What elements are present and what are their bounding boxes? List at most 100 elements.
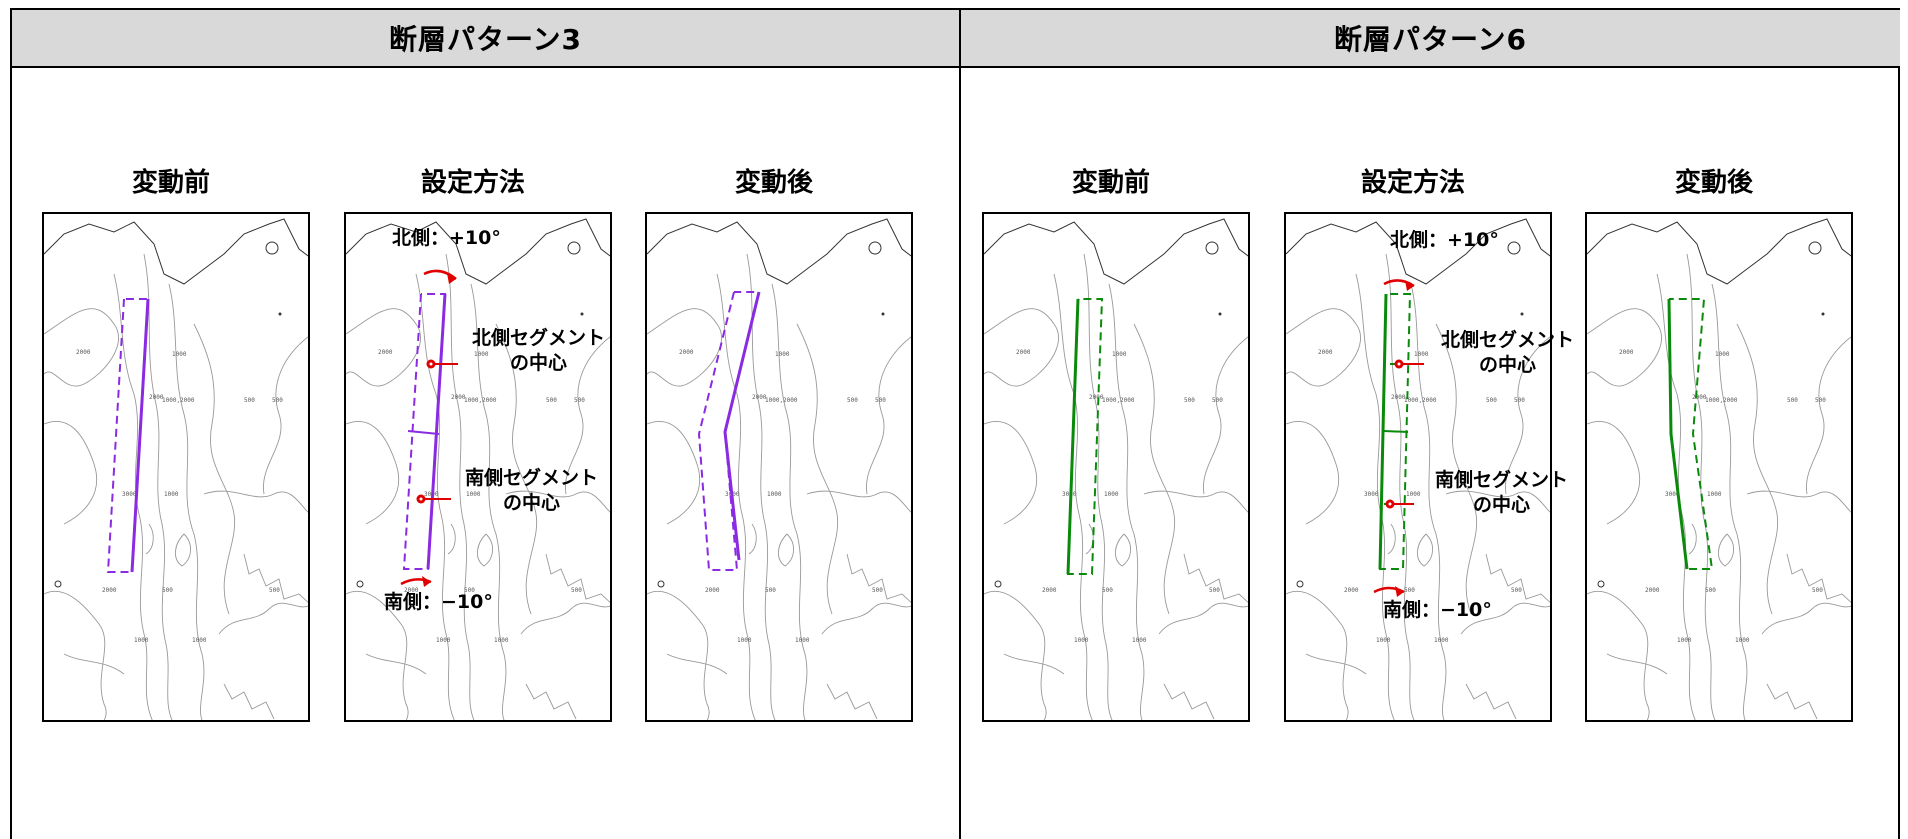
contour-label: 1000	[767, 491, 782, 498]
contour-line	[1711, 283, 1748, 720]
contour-line	[866, 336, 911, 495]
north-rotation-arrow-head	[1405, 280, 1414, 291]
contour-line	[113, 273, 153, 720]
contour-label: 500	[875, 397, 886, 404]
pattern6-after-title: 変動後	[1674, 168, 1753, 198]
contour-label: 1000	[795, 637, 810, 644]
island	[54, 580, 62, 588]
contour-label: 2000	[76, 349, 91, 356]
north-rotation-arrow	[423, 269, 457, 280]
contour-line	[1587, 590, 1650, 720]
fault-trace	[1667, 298, 1689, 570]
contour-line	[44, 308, 120, 387]
pattern6-south-center-label: 南側セグメント の中心	[1435, 468, 1568, 517]
contour-label: 1000	[1132, 637, 1147, 644]
contour-line	[1505, 336, 1550, 495]
coastline	[984, 218, 1248, 285]
contour-line	[1746, 490, 1851, 513]
contour-line	[346, 590, 409, 720]
contour-line	[365, 653, 427, 675]
south-rotation-arrow-head	[422, 576, 431, 587]
contour-line	[806, 490, 911, 513]
contour-line	[1286, 420, 1340, 525]
contour-label: 1000	[1735, 637, 1750, 644]
contour-line	[495, 323, 538, 615]
contour-line	[666, 653, 728, 675]
pattern6-method-title: 設定方法	[1360, 168, 1465, 198]
contour-line	[1108, 283, 1145, 720]
island	[567, 241, 581, 255]
island	[1205, 241, 1219, 255]
pattern3-before-title: 変動前	[131, 168, 210, 198]
pattern3-south-center-line1: 南側セグメント	[465, 467, 599, 489]
contour-line	[1133, 323, 1176, 615]
contour-label: 2000	[149, 394, 164, 401]
contour-line	[1587, 420, 1641, 525]
contour-line	[826, 683, 878, 720]
contour-line	[771, 283, 808, 720]
contour-line	[1385, 253, 1415, 720]
contour-label: 2000	[1692, 394, 1707, 401]
segment-divider	[1383, 430, 1409, 433]
contour-label: 2000	[1016, 349, 1031, 356]
contour-label: 2000	[102, 587, 117, 594]
contour-label: 1000	[172, 351, 187, 358]
segment-divider	[407, 430, 440, 435]
contour-label: 1000	[1715, 351, 1730, 358]
contour-label: 500	[765, 587, 776, 594]
contour-label: 3000	[1665, 491, 1680, 498]
contour-line	[565, 336, 610, 495]
contour-line	[1688, 523, 1697, 555]
contour-line	[1410, 283, 1447, 720]
contour-label: 1000	[164, 491, 179, 498]
contour-label: 500	[269, 587, 280, 594]
contour-label: 500	[1705, 587, 1716, 594]
coastline	[44, 218, 308, 285]
contour-label: 500	[847, 397, 858, 404]
contour-label: 1000,2000	[1404, 397, 1437, 404]
contour-label: 500	[1815, 397, 1826, 404]
contour-line	[168, 283, 205, 720]
contour-label: 1000	[1414, 351, 1429, 358]
contour-label: 1000,2000	[162, 397, 195, 404]
fault-trace	[723, 291, 761, 561]
contour-label: 1000	[1112, 351, 1127, 358]
contour-label: 500	[1511, 587, 1522, 594]
contour-label: 3000	[1364, 491, 1379, 498]
contour-line	[263, 336, 308, 495]
contour-line	[1158, 602, 1248, 635]
island	[1507, 241, 1521, 255]
contour-line	[1761, 602, 1851, 635]
contour-line	[1143, 490, 1248, 513]
fault-plane-outline	[697, 291, 761, 571]
contour-line	[1445, 490, 1550, 513]
contour-line	[545, 553, 610, 603]
contour-line	[821, 602, 911, 635]
contour-label: 2000	[679, 349, 694, 356]
contour-label: 2000	[1619, 349, 1634, 356]
contour-line	[846, 553, 911, 603]
contour-label: 1000	[775, 351, 790, 358]
island	[657, 580, 665, 588]
contour-line	[44, 590, 107, 720]
contour-label: 500	[574, 397, 585, 404]
contour-line	[505, 490, 610, 513]
pattern6-north-center-line2: の中心	[1479, 353, 1537, 376]
island	[994, 580, 1002, 588]
contour-label: 1000	[1376, 637, 1391, 644]
contour-line	[63, 653, 125, 675]
pattern6-south-center-line2: の中心	[1473, 493, 1531, 516]
coastline	[346, 218, 610, 285]
contour-line	[223, 683, 275, 720]
contour-label: 1000	[737, 637, 752, 644]
contour-line	[716, 273, 756, 720]
pattern3-north-rotation-label: 北側：+10°	[392, 227, 501, 249]
island	[868, 241, 882, 255]
pattern3-north-center-line1: 北側セグメント	[472, 327, 606, 349]
pattern3-method-title: 設定方法	[420, 168, 525, 198]
contour-line	[525, 683, 577, 720]
south-rotation-arrow-head	[1395, 586, 1404, 597]
